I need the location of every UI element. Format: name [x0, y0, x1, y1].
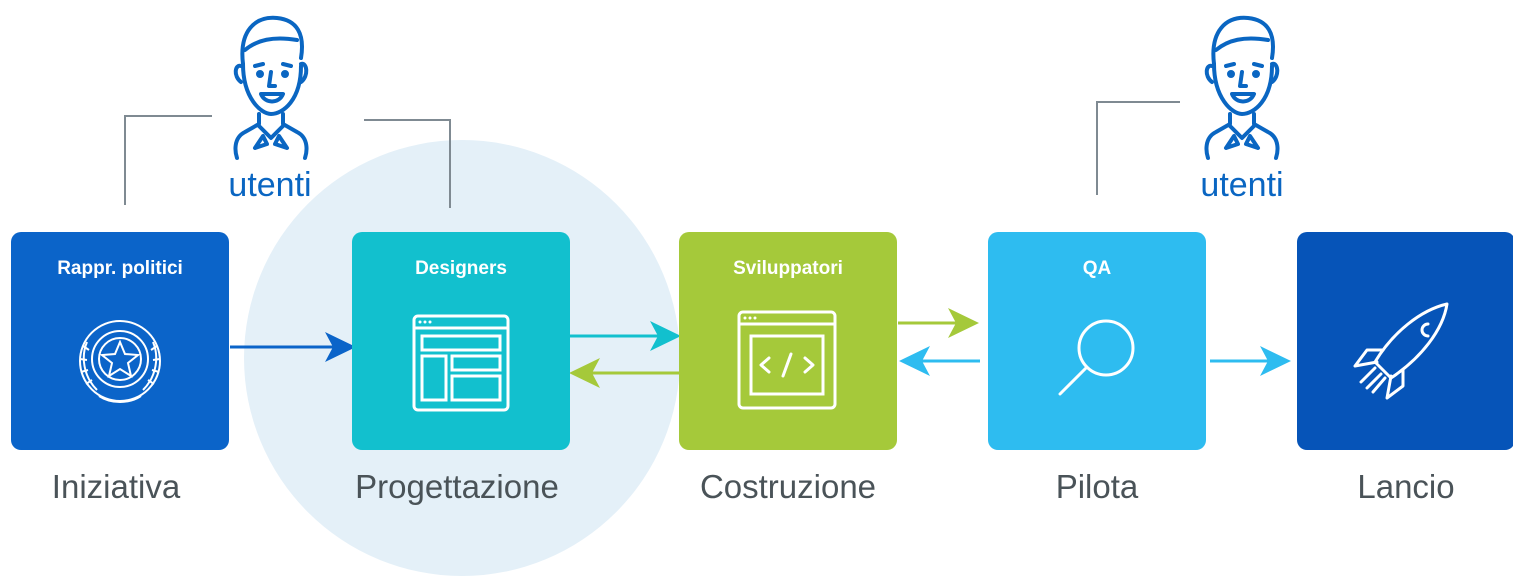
user-bracket-left	[124, 115, 212, 205]
arrowhead-sviluppatori-designers	[569, 358, 600, 388]
user-icon	[233, 15, 309, 160]
magnifier-icon	[1058, 319, 1135, 396]
arrowhead-qa-sviluppatori	[899, 346, 930, 376]
layout-icon	[412, 314, 510, 412]
users-label: utenti	[228, 166, 312, 204]
rocket-icon	[1353, 302, 1449, 400]
stage-label-costruzione: Costruzione	[699, 468, 877, 505]
emblem-icon	[79, 320, 161, 403]
stage-label-progettazione: Progettazione	[355, 468, 559, 505]
card-title: Designers	[415, 258, 507, 279]
code-icon	[737, 310, 837, 410]
arrowhead-qa-lancio	[1260, 346, 1291, 376]
stage-label-iniziativa: Iniziativa	[51, 468, 181, 505]
stage-label-pilota: Pilota	[1055, 468, 1139, 505]
user-bracket-right	[364, 119, 451, 208]
user-icon	[1204, 15, 1280, 160]
card-designers: Designers	[352, 232, 570, 450]
stage-label-lancio: Lancio	[1357, 468, 1455, 505]
card-lancio	[1297, 232, 1513, 450]
card-title: Rappr. politici	[57, 258, 183, 279]
user-bracket-qa	[1096, 101, 1180, 195]
card-qa: QA	[988, 232, 1206, 450]
users-label: utenti	[1200, 166, 1284, 204]
arrowhead-designers-sviluppatori	[650, 321, 681, 351]
arrowhead-sviluppatori-qa	[948, 308, 979, 338]
card-title: QA	[1082, 258, 1112, 279]
card-rappr-politici: Rappr. politici	[11, 232, 229, 450]
arrowhead-iniziativa-designers	[325, 332, 356, 362]
card-title: Sviluppatori	[733, 258, 843, 279]
card-sviluppatori: Sviluppatori	[679, 232, 897, 450]
